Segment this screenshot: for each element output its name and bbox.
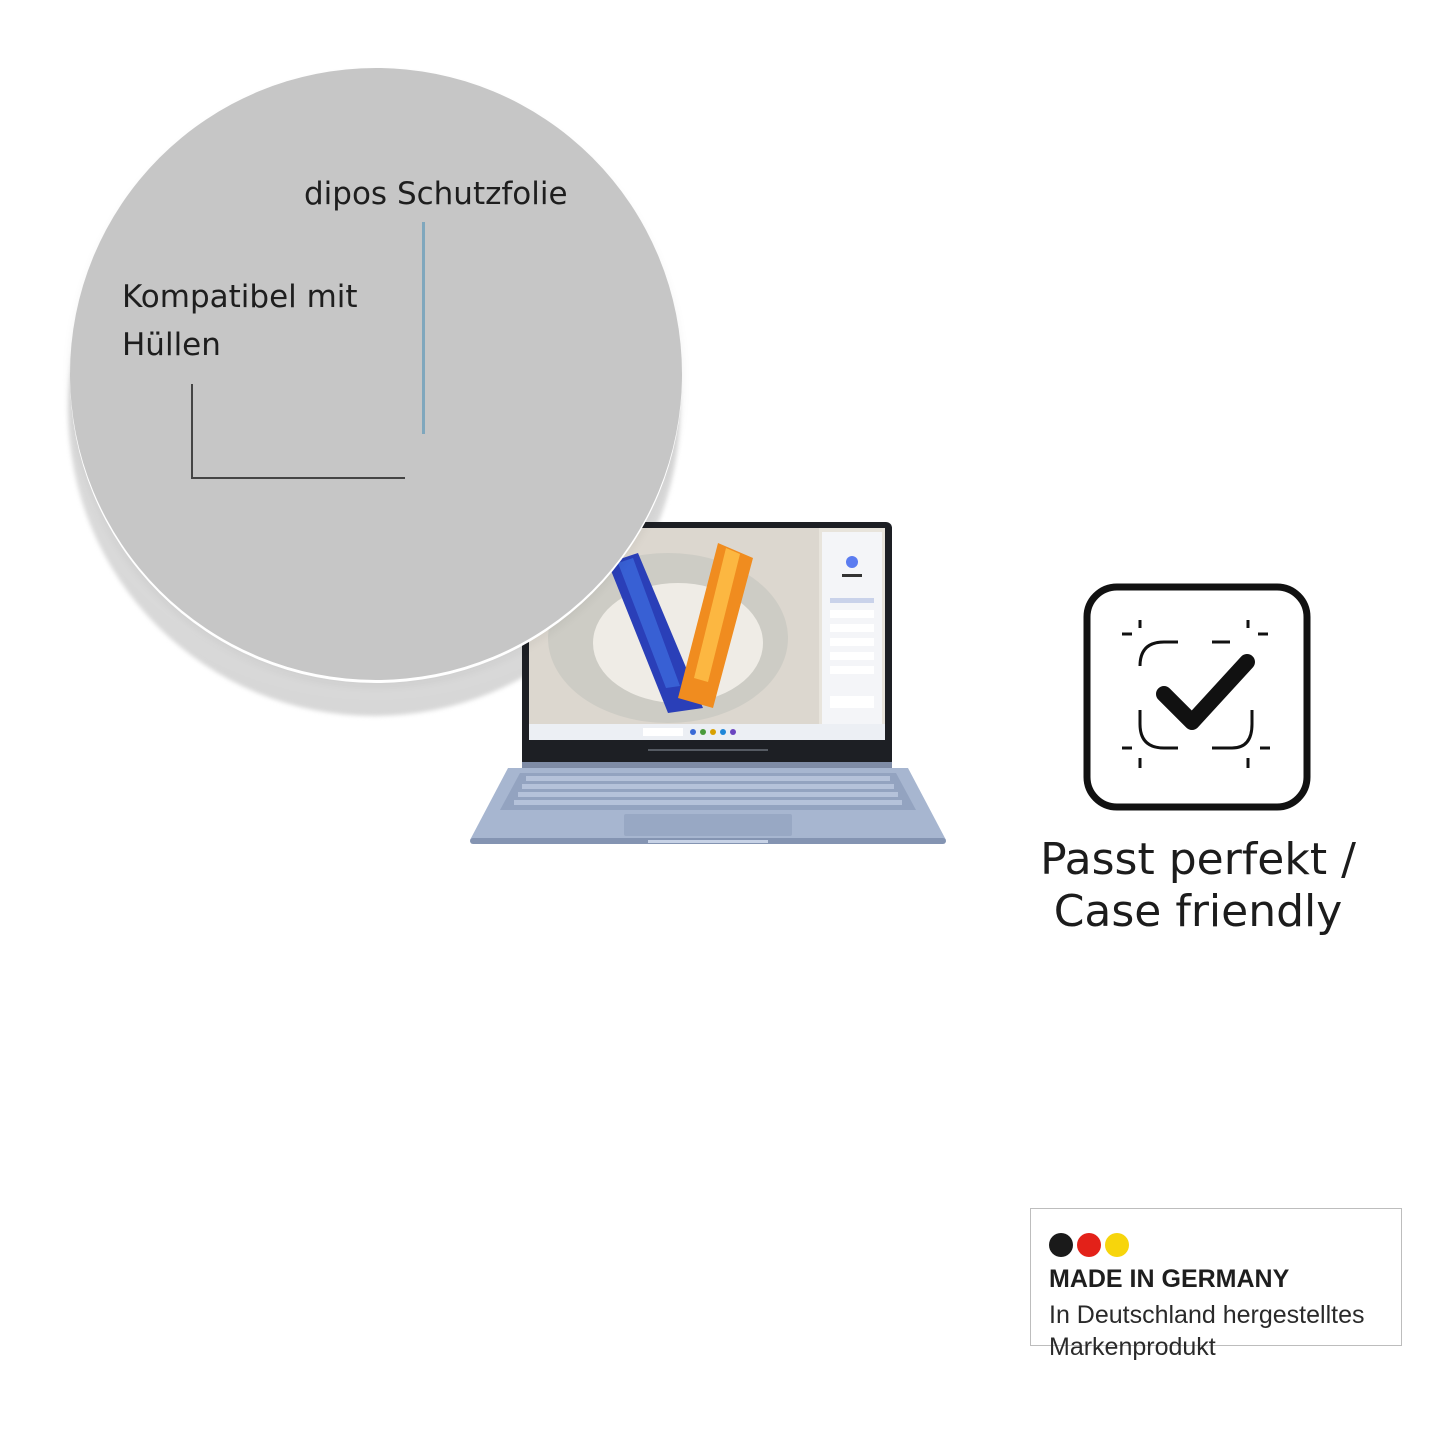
laptop-image [470, 522, 946, 844]
flag-dot-black [1049, 1233, 1073, 1257]
check-frame-icon [1083, 583, 1311, 811]
flag-dot-gold [1105, 1233, 1129, 1257]
pointer-line-blue [422, 222, 425, 434]
pointer-line-corner [191, 384, 405, 479]
flag-dot-red [1077, 1233, 1101, 1257]
badge-title: MADE IN GERMANY [1049, 1265, 1290, 1293]
made-in-germany-badge: MADE IN GERMANY In Deutschland hergestel… [1030, 1208, 1402, 1361]
feature-label: Passt perfekt / Case friendly [1040, 834, 1356, 937]
info-circle [70, 68, 682, 680]
circle-subtitle: Kompatibel mit Hüllen [122, 279, 358, 363]
flag-dots [1049, 1233, 1129, 1257]
circle-title: dipos Schutzfolie [304, 176, 568, 212]
badge-description: In Deutschland hergestelltes Markenprodu… [1049, 1301, 1365, 1361]
